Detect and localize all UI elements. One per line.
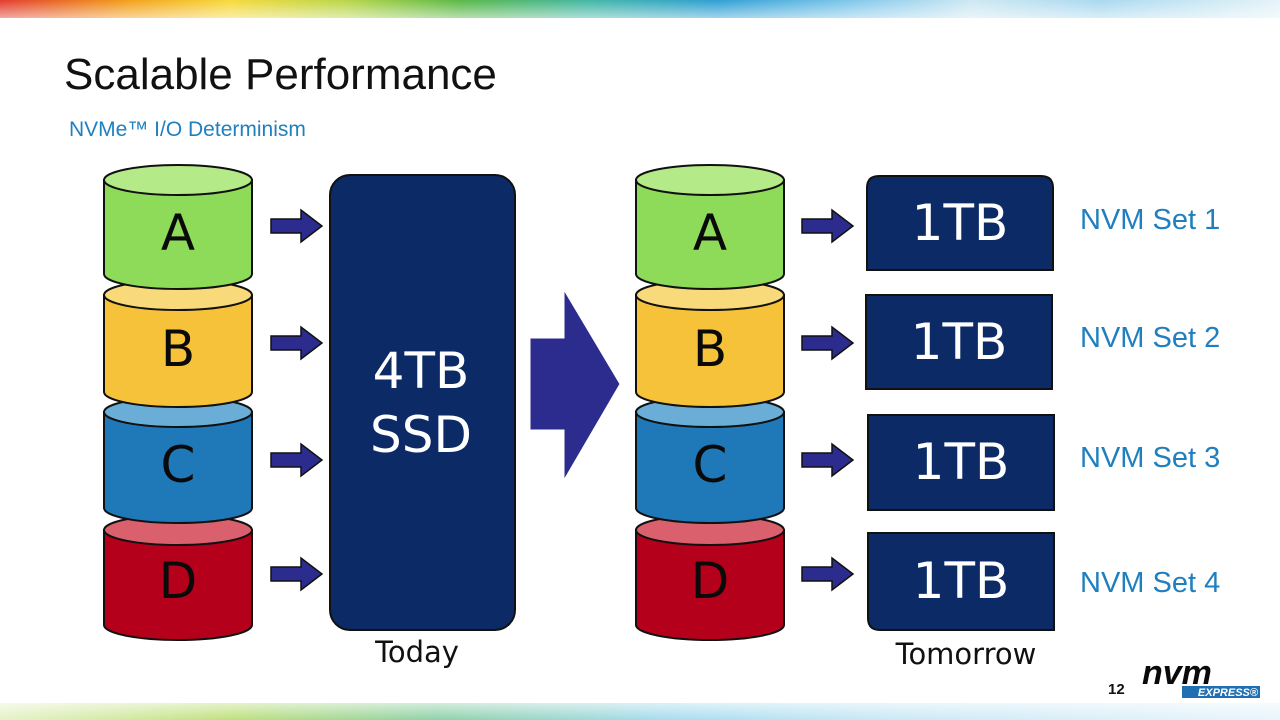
cylinder-d-left: D [103, 514, 253, 641]
cylinder-d-right: D [635, 514, 785, 641]
cylinder-label: A [161, 204, 195, 262]
ssd-4tb-block: 4TB SSD [329, 174, 516, 631]
nvm-set-label: NVM Set 2 [1080, 322, 1221, 354]
arrow-right-icon [801, 208, 855, 244]
cylinder-label: D [159, 552, 198, 610]
nvm-express-logo: nvm EXPRESS® [1142, 658, 1260, 699]
ssd-1tb-block-1: 1TB [866, 175, 1054, 271]
ssd-capacity-text: 1TB [911, 313, 1008, 371]
cylinder-label: B [693, 320, 727, 378]
big-arrow-right-icon [529, 288, 621, 482]
arrow-right-icon [270, 556, 324, 592]
arrow-right-icon [270, 442, 324, 478]
arrow-right-icon [801, 556, 855, 592]
ssd-1tb-block-3: 1TB [867, 414, 1055, 511]
ssd-1tb-block-4: 1TB [867, 532, 1055, 631]
bottom-color-stripe [0, 703, 1280, 720]
cylinder-a-right: A [635, 164, 785, 290]
logo-sub-text: EXPRESS® [1198, 687, 1259, 699]
cylinder-label: C [161, 436, 196, 494]
ssd-1tb-block-2: 1TB [865, 294, 1053, 390]
page-number: 12 [1108, 681, 1125, 698]
nvm-set-label: NVM Set 4 [1080, 567, 1221, 599]
ssd-capacity-text: 4TB [373, 342, 470, 400]
cylinder-label: C [693, 436, 728, 494]
arrow-right-icon [270, 325, 324, 361]
cylinder-a-left: A [103, 164, 253, 290]
slide-title: Scalable Performance [64, 50, 497, 99]
ssd-capacity-text: 1TB [913, 552, 1010, 610]
today-caption: Today [374, 635, 459, 669]
arrow-right-icon [270, 208, 324, 244]
nvm-set-label: NVM Set 3 [1080, 442, 1221, 474]
ssd-capacity-text: 1TB [912, 194, 1009, 252]
cylinder-label: B [161, 320, 195, 378]
ssd-capacity-text: 1TB [913, 433, 1010, 491]
left-cylinder-stack: D C B A [103, 164, 253, 641]
slide-subtitle: NVMe™ I/O Determinism [69, 118, 306, 141]
cylinder-b-right: B [635, 279, 785, 408]
cylinder-b-left: B [103, 279, 253, 408]
cylinder-c-right: C [635, 396, 785, 524]
arrow-right-icon [801, 442, 855, 478]
arrow-right-icon [801, 325, 855, 361]
top-color-stripe [0, 0, 1280, 18]
ssd-label-text: SSD [370, 406, 472, 464]
cylinder-label: D [691, 552, 730, 610]
cylinder-label: A [693, 204, 727, 262]
cylinder-c-left: C [103, 396, 253, 524]
nvm-set-label: NVM Set 1 [1080, 204, 1221, 236]
tomorrow-caption: Tomorrow [895, 637, 1037, 671]
right-cylinder-stack: D C B A [635, 164, 785, 641]
